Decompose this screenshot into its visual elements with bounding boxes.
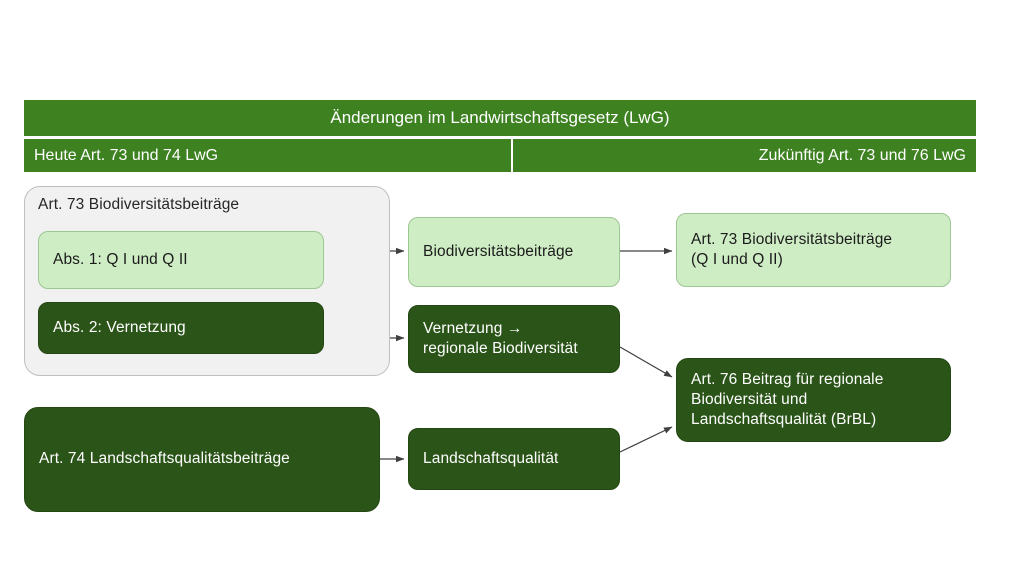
node-vernetzung-line2: regionale Biodiversität <box>423 340 578 357</box>
header-column-heute: Heute Art. 73 und 74 LwG <box>24 139 511 172</box>
diagram-title-bar: Änderungen im Landwirtschaftsgesetz (LwG… <box>24 100 976 136</box>
node-art76-result-line2: Biodiversität und <box>691 390 808 408</box>
node-abs1-q1-q2[interactable]: Abs. 1: Q I und Q II <box>38 231 324 289</box>
group-art73-label: Art. 73 Biodiversitätsbeiträge <box>38 196 240 213</box>
connector-vernetzung-to-art76 <box>619 346 673 378</box>
node-art76-result-line1: Art. 76 Beitrag für regionale <box>691 370 884 388</box>
node-art73-biodiversitaetsbeitraege-result[interactable]: Art. 73 Biodiversitätsbeiträge (Q I und … <box>676 213 951 287</box>
node-art76-brbl-result[interactable]: Art. 76 Beitrag für regionale Biodiversi… <box>676 358 951 442</box>
node-vernetzung-line1: Vernetzung → <box>423 319 523 337</box>
node-art73-result-line1: Art. 73 Biodiversitätsbeiträge <box>691 230 893 248</box>
node-landschaftsqualitaet[interactable]: Landschaftsqualität <box>408 428 620 490</box>
node-art74-landschaftsqualitaetsbeitraege[interactable]: Art. 74 Landschaftsqualitätsbeiträge <box>24 407 380 512</box>
connector-landschaftsqualitaet-to-art76 <box>619 426 673 453</box>
node-vernetzung-regionale-biodiversitaet[interactable]: Vernetzung → regionale Biodiversität <box>408 305 620 373</box>
node-biodiversitaetsbeitraege[interactable]: Biodiversitätsbeiträge <box>408 217 620 287</box>
node-abs2-vernetzung[interactable]: Abs. 2: Vernetzung <box>38 302 324 354</box>
node-art73-result-line2: (Q I und Q II) <box>691 251 783 268</box>
header-column-zukuenftig: Zukünftig Art. 73 und 76 LwG <box>513 139 976 172</box>
node-art76-result-line3: Landschaftsqualität (BrBL) <box>691 411 877 429</box>
